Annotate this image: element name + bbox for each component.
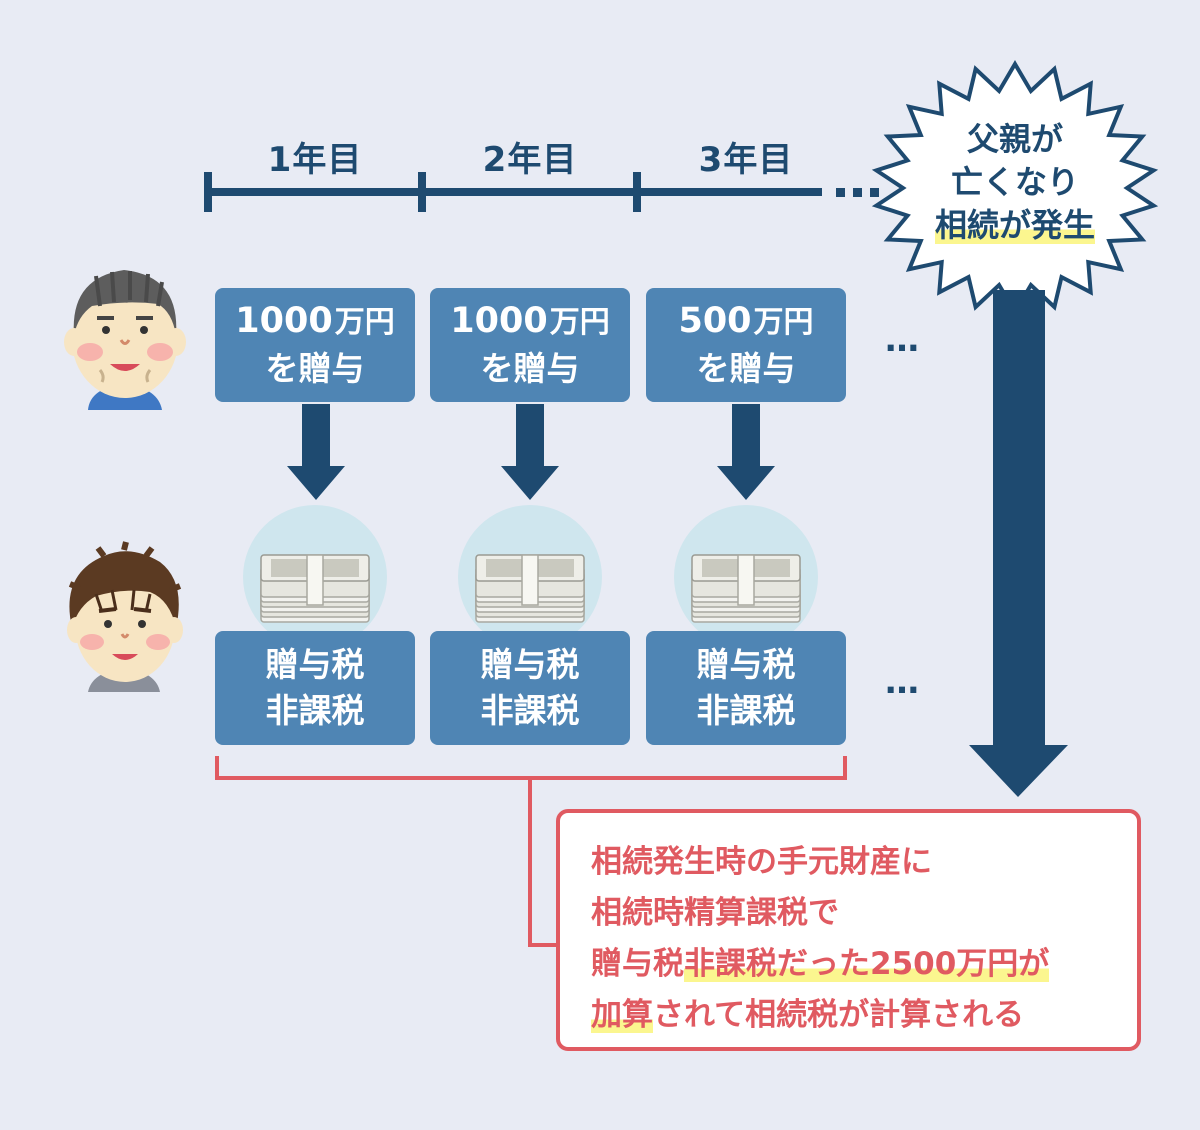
year-label-3: 3年目 <box>698 140 794 180</box>
event-line-3: 相続が発生 <box>934 206 1095 244</box>
note-line-3a: 贈与税 <box>591 946 684 982</box>
year-label-1: 1年目 <box>267 140 363 180</box>
tax-line-2: 非課税 <box>696 691 796 730</box>
event-line-1: 父親が <box>966 120 1063 158</box>
gift-amount: 1000 <box>235 301 333 341</box>
gift-arrow <box>287 404 345 500</box>
event-label: 父親が 亡くなり 相続が発生 <box>900 118 1130 247</box>
gift-arrow <box>717 404 775 500</box>
note-line-2: 相続時精算課税で <box>591 895 839 931</box>
event-line-2: 亡くなり <box>950 163 1079 201</box>
inheritance-arrow <box>969 290 1068 797</box>
summary-note: 相続発生時の手元財産に 相続時精算課税で 贈与税非課税だった2500万円が 加算… <box>556 809 1141 1051</box>
father-avatar <box>64 270 186 410</box>
tax-box-year-1: 贈与税 非課税 <box>215 631 415 745</box>
banknote-stack-icon <box>243 505 387 649</box>
note-line-3b: 非課税だった2500万円が <box>684 946 1050 982</box>
gift-unit: 万円 <box>753 305 814 340</box>
tax-ellipsis: … <box>885 662 921 702</box>
banknote-stack-icon <box>674 505 818 649</box>
aggregation-bracket <box>215 756 847 947</box>
year-label-2: 2年目 <box>482 140 578 180</box>
gift-unit: 万円 <box>334 305 395 340</box>
son-avatar <box>67 541 183 692</box>
gift-ellipsis: … <box>885 320 921 360</box>
tax-line-1: 贈与税 <box>265 645 365 684</box>
gift-action: を贈与 <box>265 349 365 388</box>
tax-line-2: 非課税 <box>265 691 365 730</box>
tax-line-2: 非課税 <box>480 691 580 730</box>
tax-box-year-2: 贈与税 非課税 <box>430 631 630 745</box>
gift-amount: 500 <box>678 301 752 341</box>
banknote-stack-icon <box>458 505 602 649</box>
tax-line-1: 贈与税 <box>480 645 580 684</box>
tax-line-1: 贈与税 <box>696 645 796 684</box>
gift-action: を贈与 <box>480 349 580 388</box>
note-line-4b: されて相続税が計算される <box>653 997 1025 1033</box>
note-line-4a: 加算 <box>591 997 653 1033</box>
timeline <box>204 172 822 212</box>
gift-unit: 万円 <box>549 305 610 340</box>
note-line-1: 相続発生時の手元財産に <box>591 844 932 880</box>
gift-amount: 1000 <box>450 301 548 341</box>
tax-box-year-3: 贈与税 非課税 <box>646 631 846 745</box>
gift-arrow <box>501 404 559 500</box>
gift-action: を贈与 <box>696 349 796 388</box>
timeline-dots <box>836 188 879 197</box>
